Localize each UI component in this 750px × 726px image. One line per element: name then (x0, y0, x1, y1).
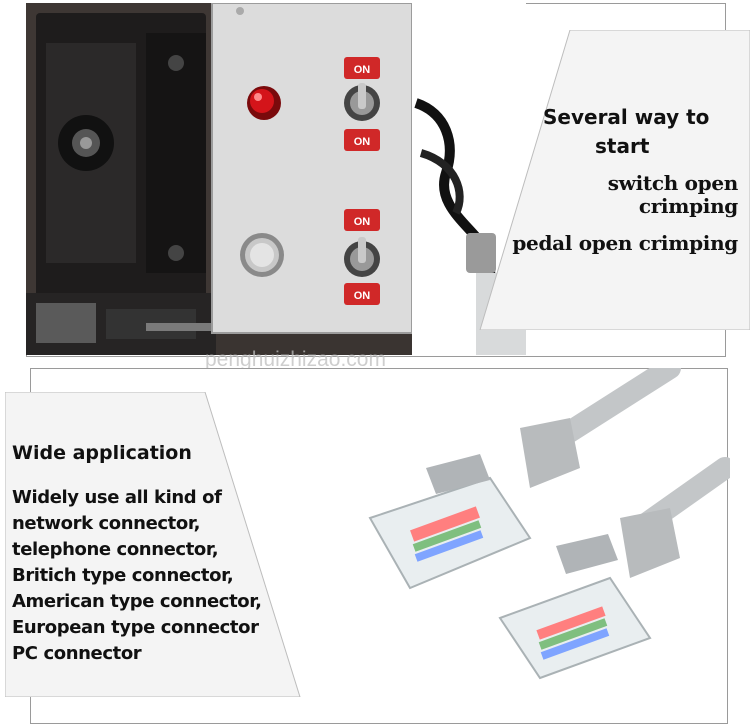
feature-switch-crimping: switch open crimping (607, 171, 739, 218)
top-callout-background (479, 30, 750, 330)
cable-photo (340, 368, 730, 722)
application-line: American type connector, (12, 590, 262, 612)
toggle-on-label-2: ON (354, 216, 371, 228)
toggle-on-label-3: ON (354, 290, 371, 302)
callout-title-line2: start (595, 134, 650, 158)
rj45-cables-illustration (368, 368, 730, 680)
application-line: Widely use all kind of (12, 486, 222, 508)
start-methods-callout: Several way to start switch open crimpin… (505, 106, 750, 255)
toggle-switch-top: ON ON (344, 57, 380, 151)
application-line: European type connector (12, 616, 259, 638)
watermark: penghuizhizao.com (205, 348, 386, 371)
toggle-on-label-lower: ON (354, 136, 371, 148)
application-line: PC connector (12, 642, 142, 664)
machine-photo: ON ON ON ON (26, 3, 526, 355)
control-box (211, 3, 413, 334)
rj45-connector-top (368, 418, 580, 590)
feature-pedal-crimping: pedal open crimping (512, 231, 738, 255)
application-line: Britich type connector, (12, 564, 234, 586)
bottom-callout-background (5, 392, 301, 697)
callout-title-line1: Several way to (543, 105, 710, 129)
toggle-on-label: ON (354, 64, 371, 76)
application-line: network connector, (12, 512, 201, 534)
application-callout: Wide application Widely use all kind of … (12, 442, 302, 667)
machine-illustration: ON ON ON ON (26, 3, 526, 355)
rj45-connector-bottom (498, 508, 680, 680)
toggle-switch-bottom: ON ON (344, 209, 380, 305)
application-line: telephone connector, (12, 538, 219, 560)
application-heading: Wide application (12, 442, 192, 464)
